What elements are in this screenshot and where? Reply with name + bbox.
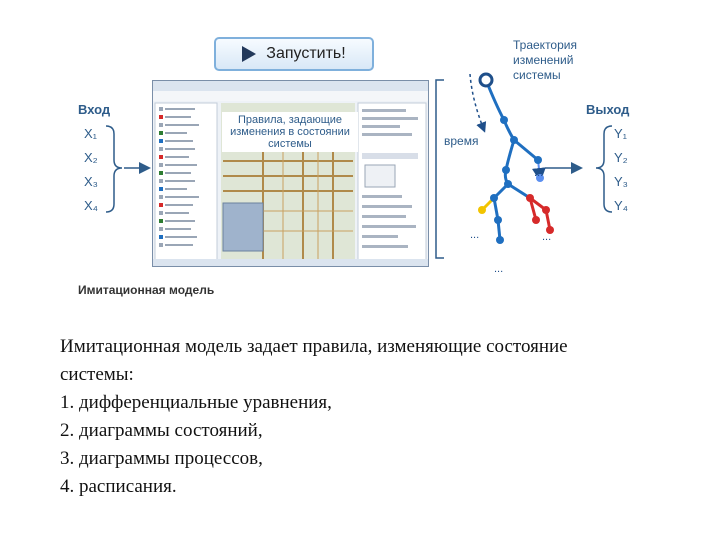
body-line: 2. диаграммы состояний, [60, 420, 263, 441]
trajectory-label-line: системы [513, 68, 561, 82]
model-window-screenshot [153, 81, 428, 266]
body-text: Имитационная модель задает правила, изме… [60, 333, 710, 501]
trajectory-edge [507, 182, 531, 200]
trajectory-tree: ... ... ... ... [469, 72, 554, 275]
trajectory-node [478, 206, 486, 214]
trajectory-node [546, 226, 554, 234]
time-label: время [444, 134, 479, 148]
trajectory-node [500, 116, 508, 124]
trajectory-label-line: изменений [513, 53, 574, 67]
ellipsis-label: ... [470, 229, 479, 241]
ellipsis-label: ... [542, 231, 551, 243]
input-var: X₄ [84, 198, 98, 213]
input-var: X₃ [84, 174, 98, 189]
trajectory-node [490, 194, 498, 202]
trajectory-edge [504, 139, 516, 171]
output-var: Y₃ [614, 174, 628, 189]
play-icon [242, 46, 257, 62]
run-button[interactable]: Запустить! [214, 37, 374, 71]
start-node [478, 72, 494, 88]
run-button-label: Запустить! [266, 45, 346, 62]
output-var: Y₁ [614, 126, 628, 141]
trajectory-node [542, 206, 550, 214]
output-title: Выход [586, 102, 630, 117]
output-brace [595, 125, 613, 213]
diagram-connectors [105, 79, 613, 259]
model-window [152, 80, 429, 267]
trajectory-node [494, 216, 502, 224]
trajectory-node [502, 166, 510, 174]
output-var: Y₂ [614, 150, 628, 165]
body-line: 1. дифференциальные уравнения, [60, 392, 332, 413]
trajectory-label: Траектория изменений системы [513, 38, 613, 83]
input-var: X₁ [84, 126, 98, 141]
input-var: X₂ [84, 150, 98, 165]
body-line: 3. диаграммы процессов, [60, 448, 263, 469]
trajectory-node [534, 156, 542, 164]
ellipsis-label: ... [494, 263, 503, 275]
trajectory-node [532, 216, 540, 224]
rules-overlay: Правила, задающие изменения в состоянии … [222, 112, 358, 152]
trajectory-node [496, 236, 504, 244]
output-var: Y₄ [614, 198, 628, 213]
trajectory-edge [513, 138, 539, 162]
model-caption: Имитационная модель [78, 283, 215, 297]
trajectory-node [536, 174, 544, 182]
trajectory-label-line: Траектория [513, 38, 577, 52]
input-brace [105, 125, 123, 213]
body-line: системы: [60, 364, 134, 385]
trajectory-node [504, 180, 512, 188]
body-line: 4. расписания. [60, 476, 177, 497]
bracket-left [435, 79, 444, 259]
rules-overlay-line: изменения в состоянии [230, 126, 350, 138]
rules-overlay-line: системы [268, 138, 312, 150]
body-line: Имитационная модель задает правила, изме… [60, 336, 568, 357]
input-title: Вход [78, 102, 111, 117]
trajectory-node [510, 136, 518, 144]
trajectory-node [526, 194, 534, 202]
ellipsis-label: ... [534, 167, 543, 179]
rules-overlay-line: Правила, задающие [237, 114, 343, 126]
